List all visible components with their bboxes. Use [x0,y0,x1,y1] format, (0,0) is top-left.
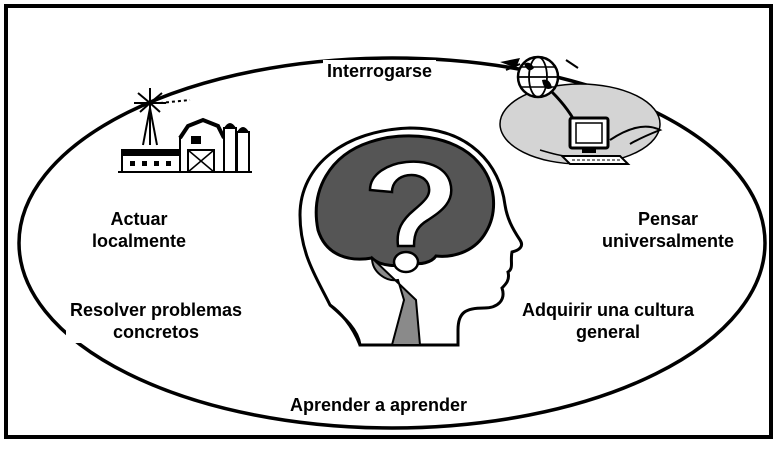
label-resolver-problemas: Resolver problemas concretos [66,299,247,343]
label-resolver-line1: Resolver problemas [70,300,243,320]
label-adquirir-line1: Adquirir una cultura [522,300,695,320]
label-interrogarse-text: Interrogarse [327,61,433,81]
label-adquirir-cultura: Adquirir una cultura general [518,299,699,343]
outer-frame [4,4,773,439]
label-adquirir-line2: general [575,322,641,342]
label-aprender-a-aprender: Aprender a aprender [286,394,472,416]
label-pensar-line2: universalmente [602,231,735,251]
label-aprender-text: Aprender a aprender [290,395,468,415]
label-actuar-line2: localmente [92,231,187,251]
label-actuar-localmente: Actuar localmente [88,208,191,252]
label-pensar-universalmente: Pensar universalmente [598,208,739,252]
label-pensar-line1: Pensar [638,209,699,229]
globe-computer-network-icon [499,55,663,165]
label-actuar-line1: Actuar [110,209,168,229]
farm-windmill-barn-icon [118,88,252,173]
label-resolver-line2: concretos [113,322,200,342]
cycle-ellipse [17,56,767,430]
head-with-question-mark-icon [298,126,524,347]
label-interrogarse: Interrogarse [323,60,437,82]
